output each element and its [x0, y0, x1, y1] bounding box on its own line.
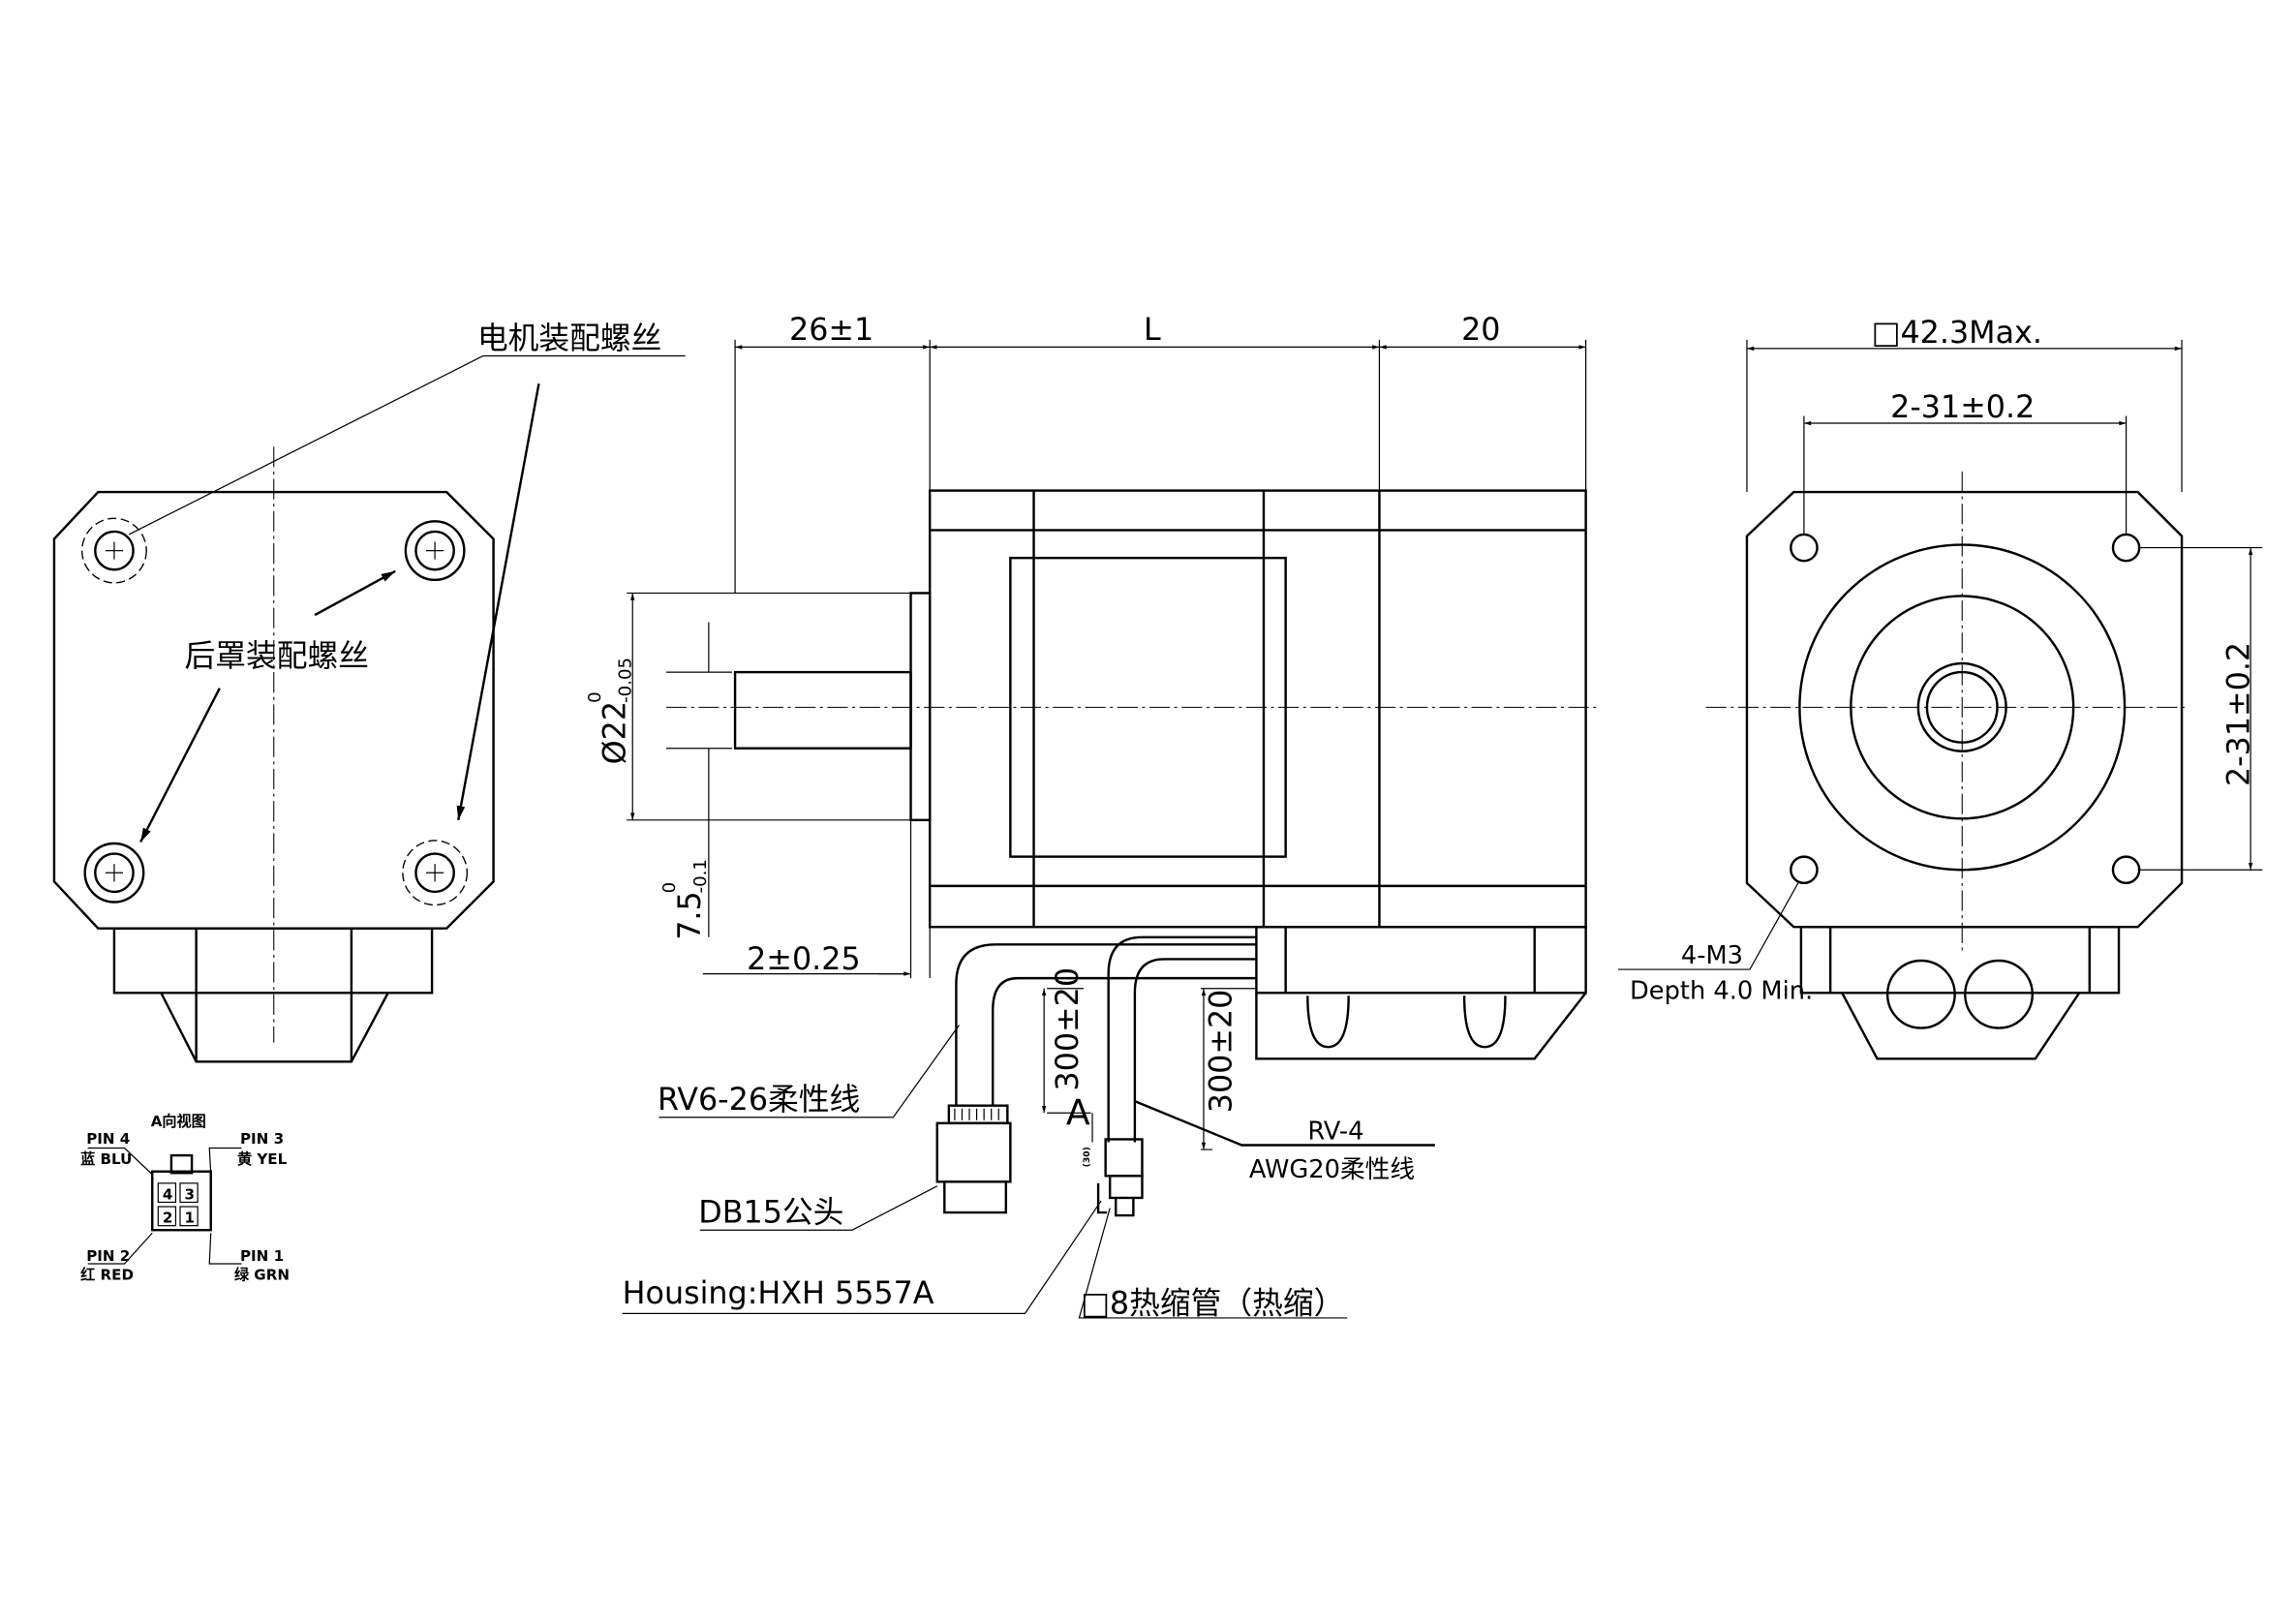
mounting-hole-icon	[1790, 533, 2141, 885]
view-a-label: A	[1066, 1091, 1090, 1133]
screw-icon	[80, 517, 469, 906]
heat-shrink-label: □8热缩管（热缩）	[1081, 1286, 1344, 1321]
dim-shaft-length: 26±1	[789, 313, 873, 348]
pin-num-3: 3	[185, 1185, 196, 1203]
pin-num-1: 1	[185, 1210, 196, 1227]
power-cable-type: RV-4	[1307, 1117, 1363, 1146]
dim-hole-spacing-h: 2-31±0.2	[1890, 390, 2035, 425]
pin-num-2: 2	[163, 1210, 173, 1227]
dim-flange-thickness: 2±0.25	[747, 942, 861, 977]
pin2-color: 红 RED	[80, 1267, 134, 1284]
pin-num-4: 4	[163, 1185, 173, 1203]
shaft-len2-tol-lower: -0.1	[690, 859, 711, 893]
dim-rear-length: 20	[1461, 313, 1500, 348]
dim-cable-length-power: 300±20	[1205, 990, 1240, 1114]
pin1-label: PIN 1	[240, 1247, 284, 1265]
shaft-dia-tol-lower: -0.05	[616, 658, 636, 703]
pin-view-title: A向视图	[151, 1113, 206, 1130]
pin1-color: 绿 GRN	[234, 1267, 290, 1284]
depth-label: Depth 4.0 Min.	[1630, 976, 1813, 1005]
dim-flange-size: □42.3Max.	[1871, 316, 2041, 351]
side-view: 26±1 L 20 2±0.25 Ø22 0 -0.05 7.5 0 -0.1 …	[585, 313, 1600, 1321]
dim-shaft-len2: 7.5	[673, 891, 708, 939]
sleeve-length-label: (30)	[1083, 1147, 1092, 1167]
power-cable-spec: AWG20柔性线	[1249, 1155, 1415, 1184]
pin4-color: 蓝 BLU	[80, 1150, 132, 1168]
rear-view: 电机装配螺丝 后罩装配螺丝	[52, 322, 686, 1063]
thread-label: 4-M3	[1681, 941, 1743, 970]
front-view: □42.3Max. 2-31±0.2 2-31±0.2 4-M3 Depth 4…	[1617, 316, 2263, 1060]
db15-connector-icon	[935, 1104, 1012, 1214]
dim-cable-length-encoder: 300±20	[1051, 967, 1086, 1091]
shaft-dia-tol-upper: 0	[585, 691, 605, 703]
housing-connector-icon	[1096, 1138, 1144, 1217]
pin3-label: PIN 3	[240, 1130, 284, 1148]
housing-label: Housing:HXH 5557A	[623, 1276, 934, 1311]
dim-hole-spacing-v: 2-31±0.2	[2222, 642, 2257, 786]
pin2-label: PIN 2	[86, 1247, 130, 1265]
shaft-len2-tol-upper: 0	[659, 882, 680, 894]
dim-body-length: L	[1144, 313, 1161, 348]
pin-view: A向视图 4 3 2 1 PIN 4 蓝 BLU PIN 3 黄 YEL PIN…	[80, 1113, 290, 1284]
rear-cover-screws-label: 后罩装配螺丝	[185, 639, 370, 674]
motor-screws-label: 电机装配螺丝	[477, 322, 662, 356]
db15-label: DB15公头	[698, 1196, 843, 1231]
pin4-label: PIN 4	[86, 1130, 130, 1148]
encoder-cable-label: RV6-26柔性线	[658, 1083, 860, 1118]
dim-shaft-dia: Ø22	[598, 701, 633, 764]
pin3-color: 黄 YEL	[237, 1150, 288, 1168]
